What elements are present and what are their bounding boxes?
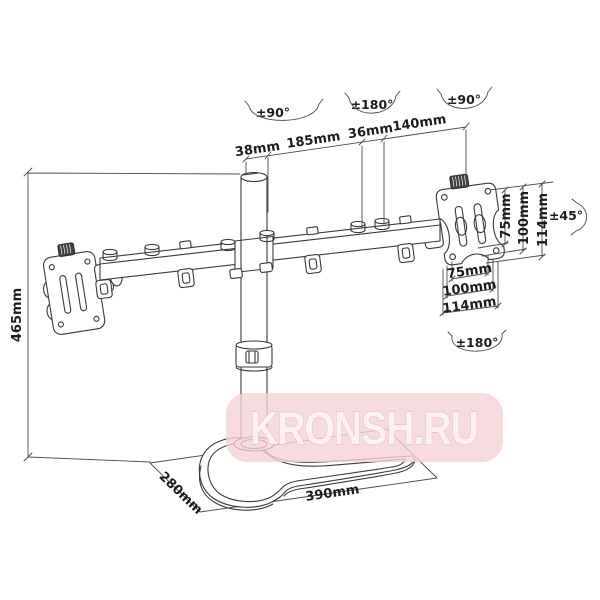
base-rim bbox=[198, 465, 274, 511]
dim-label-vesa-h-114mm: 114mm bbox=[442, 294, 498, 316]
watermark-text: KRONSH.RU bbox=[250, 402, 478, 454]
dim-label-vesa-v-75mm: 75mm bbox=[499, 193, 514, 238]
dim-label-38mm: 38mm bbox=[234, 139, 281, 160]
dim-label-36mm: 36mm bbox=[347, 121, 394, 142]
dim-label-280mm: 280mm bbox=[156, 469, 205, 517]
beam-arm bbox=[94, 215, 441, 300]
rotation-label-arm-center: ±180° bbox=[351, 97, 394, 112]
rotation-label-vesa-tilt: ±45° bbox=[549, 208, 583, 223]
rotation-label-vesa-spin: ±180° bbox=[456, 335, 499, 350]
rotation-annotations: ±90° ±180° ±90° ±45° ±180° bbox=[244, 86, 588, 352]
rotation-label-vesa-top: ±90° bbox=[447, 92, 481, 107]
right-vesa-plate bbox=[435, 173, 505, 266]
cable-clip bbox=[396, 242, 416, 264]
watermark-background bbox=[226, 393, 503, 462]
pole-collar-clamp bbox=[235, 340, 273, 372]
cable-clip bbox=[303, 253, 323, 275]
rotation-label-pole-swivel: ±90° bbox=[256, 105, 290, 120]
beam-pole-clamp bbox=[220, 229, 275, 280]
base-inner-contour bbox=[207, 442, 406, 503]
dim-label-465mm: 465mm bbox=[10, 288, 25, 342]
dim-label-vesa-h-100mm: 100mm bbox=[442, 277, 498, 299]
dim-label-185mm: 185mm bbox=[286, 129, 342, 152]
left-vesa-plate bbox=[42, 242, 106, 335]
top-dimensions: 38mm 185mm 36mm 140mm bbox=[234, 112, 470, 228]
vesa-horizontal-dimensions: 75mm 100mm 114mm bbox=[439, 255, 502, 317]
dim-label-390mm: 390mm bbox=[305, 482, 361, 505]
vesa-vertical-dimensions: 75mm 100mm 114mm bbox=[477, 180, 554, 264]
height-dimension: 465mm bbox=[10, 167, 241, 463]
cable-clip bbox=[176, 267, 196, 289]
dim-label-vesa-v-114mm: 114mm bbox=[536, 193, 551, 247]
dim-label-vesa-v-100mm: 100mm bbox=[517, 191, 532, 245]
dim-label-140mm: 140mm bbox=[392, 112, 448, 135]
cable-clip bbox=[94, 278, 114, 300]
watermark: KRONSH.RU bbox=[226, 393, 503, 462]
dim-label-vesa-h-75mm: 75mm bbox=[446, 261, 493, 282]
